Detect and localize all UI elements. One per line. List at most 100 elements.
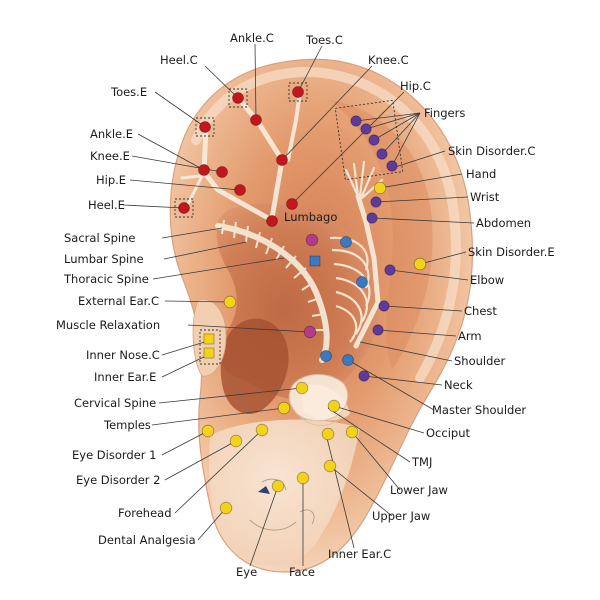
- finger-point-1: [350, 115, 362, 127]
- lobe-eye-mark: [258, 486, 270, 494]
- label-heel-e: Heel.E: [88, 198, 125, 212]
- labels: Ankle.C Toes.C Heel.C Knee.C Toes.E Hip.…: [56, 31, 555, 579]
- label-ankle-e: Ankle.E: [90, 127, 133, 141]
- label-master-shoulder: Master Shoulder: [432, 403, 526, 417]
- finger-point-5: [386, 160, 398, 172]
- label-elbow: Elbow: [470, 273, 504, 287]
- leader-lines: [122, 43, 475, 567]
- label-ankle-c: Ankle.C: [230, 31, 274, 45]
- heel-c-point: [232, 92, 244, 104]
- cervical-yellow-point: [295, 381, 309, 395]
- label-temples: Temples: [103, 418, 151, 432]
- upper-jaw-point: [323, 459, 337, 473]
- label-upper-jaw: Upper Jaw: [372, 509, 430, 523]
- lumbar-point: [305, 233, 319, 247]
- label-knee-e: Knee.E: [90, 149, 130, 163]
- label-skin-disorder-e: Skin Disorder.E: [468, 245, 555, 259]
- label-toes-c: Toes.C: [305, 33, 343, 47]
- label-tmj: TMJ: [411, 455, 432, 469]
- thoracic-point: [340, 236, 352, 248]
- eye-disorder-1-point: [201, 424, 215, 438]
- label-knee-c: Knee.C: [368, 53, 409, 67]
- knee-c-point: [276, 154, 288, 166]
- label-neck: Neck: [444, 378, 473, 392]
- toes-c-point: [292, 86, 304, 98]
- label-occiput: Occiput: [426, 426, 470, 440]
- label-chest: Chest: [464, 304, 497, 318]
- label-hip-e: Hip.E: [96, 173, 126, 187]
- label-lower-jaw: Lower Jaw: [390, 483, 448, 497]
- label-shoulder: Shoulder: [454, 354, 505, 368]
- hip-e-point: [234, 184, 246, 196]
- label-eye: Eye: [236, 565, 257, 579]
- hand-point: [373, 181, 387, 195]
- label-abdomen: Abdomen: [476, 216, 531, 230]
- label-inner-ear-c: Inner Ear.C: [328, 547, 391, 561]
- occiput-point: [327, 399, 341, 413]
- label-muscle-relaxation: Muscle Relaxation: [56, 318, 160, 332]
- toes-e-point: [199, 121, 211, 133]
- dashed-boxes: [174, 82, 404, 365]
- points: [178, 86, 427, 515]
- face-point: [296, 471, 310, 485]
- label-fingers: Fingers: [424, 106, 465, 120]
- skull-sketch: [288, 374, 348, 422]
- label-face: Face: [289, 565, 315, 579]
- chest-point: [378, 300, 390, 312]
- lower-jaw-point: [345, 425, 359, 439]
- hip-c-point: [286, 198, 298, 210]
- helix-rim: [191, 66, 462, 383]
- cervical-point: [320, 350, 332, 362]
- label-inner-ear-e: Inner Ear.E: [94, 370, 156, 384]
- label-cervical-spine: Cervical Spine: [74, 396, 156, 410]
- inner-nose-point-1: [203, 333, 215, 345]
- external-ear-point: [223, 295, 237, 309]
- label-arm: Arm: [458, 329, 482, 343]
- spine-square-point: [309, 255, 321, 267]
- finger-point-4: [376, 148, 388, 160]
- label-hand: Hand: [466, 167, 496, 181]
- heel-e-point: [178, 202, 190, 214]
- arm-point: [372, 324, 384, 336]
- abdomen-point: [366, 212, 378, 224]
- earlobe: [209, 419, 360, 566]
- eye-point: [271, 479, 285, 493]
- finger-point-2: [360, 123, 372, 135]
- eye-disorder-2-point: [229, 434, 243, 448]
- knee-e-point: [216, 166, 228, 178]
- temples-point: [277, 401, 291, 415]
- ankle-e-point: [198, 164, 210, 176]
- shoulder-blue-point: [342, 354, 354, 366]
- label-toes-e: Toes.E: [110, 85, 147, 99]
- ear-canal: [220, 318, 289, 414]
- forehead-point: [255, 423, 269, 437]
- label-eye-disorder-1: Eye Disorder 1: [72, 448, 156, 462]
- label-sacral-spine: Sacral Spine: [64, 231, 135, 245]
- label-hip-c: Hip.C: [400, 79, 431, 93]
- elbow-point: [384, 264, 396, 276]
- dental-analgesia-point: [219, 501, 233, 515]
- label-skin-disorder-c: Skin Disorder.C: [448, 144, 535, 158]
- scapha: [330, 100, 433, 370]
- label-inner-nose-c: Inner Nose.C: [86, 348, 160, 362]
- lumbago-point: [266, 215, 278, 227]
- label-wrist: Wrist: [470, 190, 500, 204]
- ankle-c-point: [250, 114, 262, 126]
- label-forehead: Forehead: [118, 506, 172, 520]
- label-lumbar-spine: Lumbar Spine: [64, 252, 144, 266]
- lobe-face-sketch: [249, 478, 315, 531]
- tmj-point: [321, 427, 335, 441]
- muscle-relaxation-point: [303, 325, 317, 339]
- label-lumbago: Lumbago: [284, 210, 337, 224]
- neck-point: [358, 370, 370, 382]
- label-thoracic-spine: Thoracic Spine: [63, 272, 149, 286]
- label-eye-disorder-2: Eye Disorder 2: [76, 473, 160, 487]
- inner-nose-point-2: [203, 347, 215, 359]
- chest-blue-point: [356, 276, 368, 288]
- label-dental-analgesia: Dental Analgesia: [98, 533, 196, 547]
- label-heel-c: Heel.C: [160, 53, 198, 67]
- finger-point-3: [368, 134, 380, 146]
- label-external-ear-c: External Ear.C: [78, 294, 159, 308]
